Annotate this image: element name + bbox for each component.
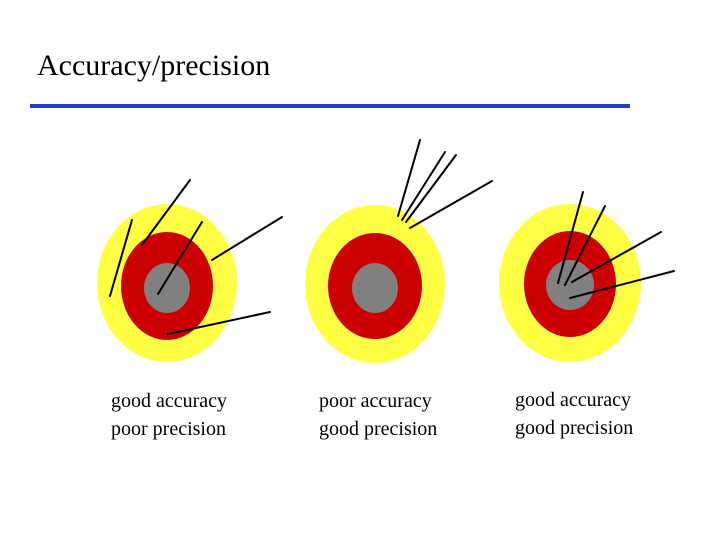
- precision-label: good precision: [515, 417, 634, 439]
- dart: [109, 219, 133, 297]
- bullseye: [144, 263, 190, 313]
- dart: [401, 151, 446, 221]
- caption-target-1: good accuracy poor precision: [111, 387, 227, 443]
- target-good-accuracy-poor-precision: [97, 179, 283, 362]
- dart: [211, 216, 283, 261]
- dart: [157, 221, 203, 295]
- precision-label: poor precision: [111, 418, 226, 440]
- dart: [405, 154, 457, 223]
- dart: [571, 231, 662, 283]
- accuracy-label: good accuracy: [515, 389, 632, 411]
- title-underline: [30, 104, 630, 108]
- target-good-accuracy-good-precision: [499, 191, 675, 362]
- dart: [397, 139, 421, 217]
- dart: [569, 270, 675, 299]
- caption-target-2: poor accuracy good precision: [319, 387, 437, 443]
- accuracy-label: poor accuracy: [319, 390, 432, 412]
- dart: [409, 180, 493, 229]
- accuracy-label: good accuracy: [111, 390, 228, 412]
- precision-label: good precision: [319, 418, 438, 440]
- dart: [141, 179, 191, 246]
- target-poor-accuracy-good-precision: [305, 139, 493, 363]
- bullseye: [546, 260, 594, 310]
- dart: [167, 311, 271, 335]
- dart: [564, 205, 606, 286]
- dart: [557, 191, 584, 284]
- caption-target-3: good accuracy good precision: [515, 386, 633, 442]
- slide-title: Accuracy/precision: [37, 49, 271, 82]
- bullseye: [352, 263, 398, 313]
